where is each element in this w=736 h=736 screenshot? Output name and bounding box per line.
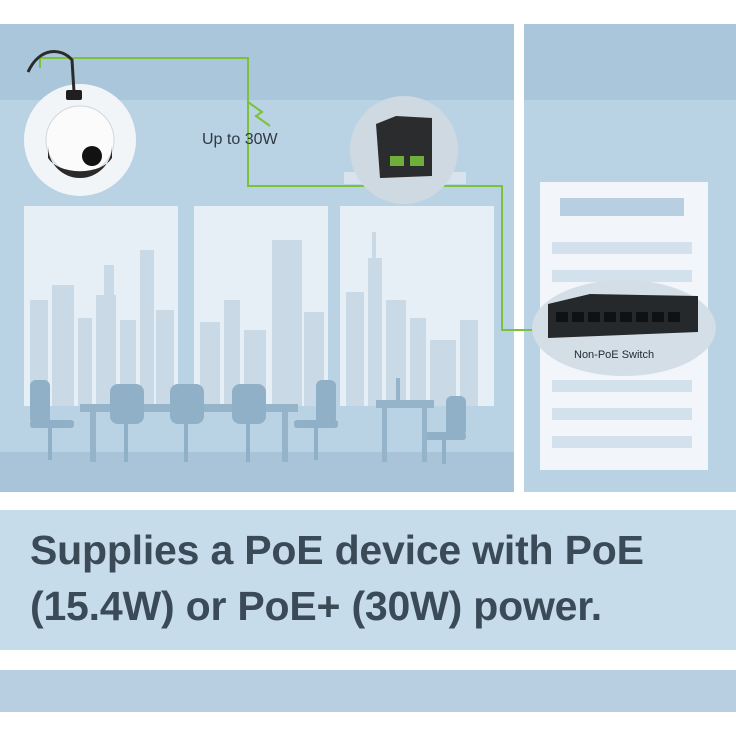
table-leg <box>90 412 96 462</box>
city-skyline <box>30 232 478 406</box>
switch-ports <box>556 312 680 322</box>
bottom-band <box>0 670 736 712</box>
injector-port-in <box>390 156 404 166</box>
power-label: Up to 30W <box>202 131 278 148</box>
caption-band <box>0 510 736 650</box>
desk <box>376 378 434 462</box>
switch-label: Non-PoE Switch <box>574 349 654 361</box>
wall-divider <box>514 24 524 492</box>
camera-cable-icon <box>26 50 76 93</box>
camera-lens-icon <box>82 146 102 166</box>
right-room-ceiling <box>524 24 736 100</box>
rack-units <box>552 242 692 448</box>
caption-line-2: (15.4W) or PoE+ (30W) power. <box>30 583 602 629</box>
camera-base <box>48 146 112 178</box>
power-bolt-icon <box>247 101 271 127</box>
camera-mount <box>66 90 82 100</box>
chairs <box>30 380 466 464</box>
floor <box>0 452 516 492</box>
injector-port-out <box>410 156 424 166</box>
poe-injector-icon <box>376 116 432 178</box>
caption: Supplies a PoE device with PoE (15.4W) o… <box>30 522 730 634</box>
rack-header <box>560 198 684 216</box>
camera-icon <box>45 105 115 175</box>
caption-line-1: Supplies a PoE device with PoE <box>30 527 644 573</box>
table-leg <box>282 412 288 462</box>
